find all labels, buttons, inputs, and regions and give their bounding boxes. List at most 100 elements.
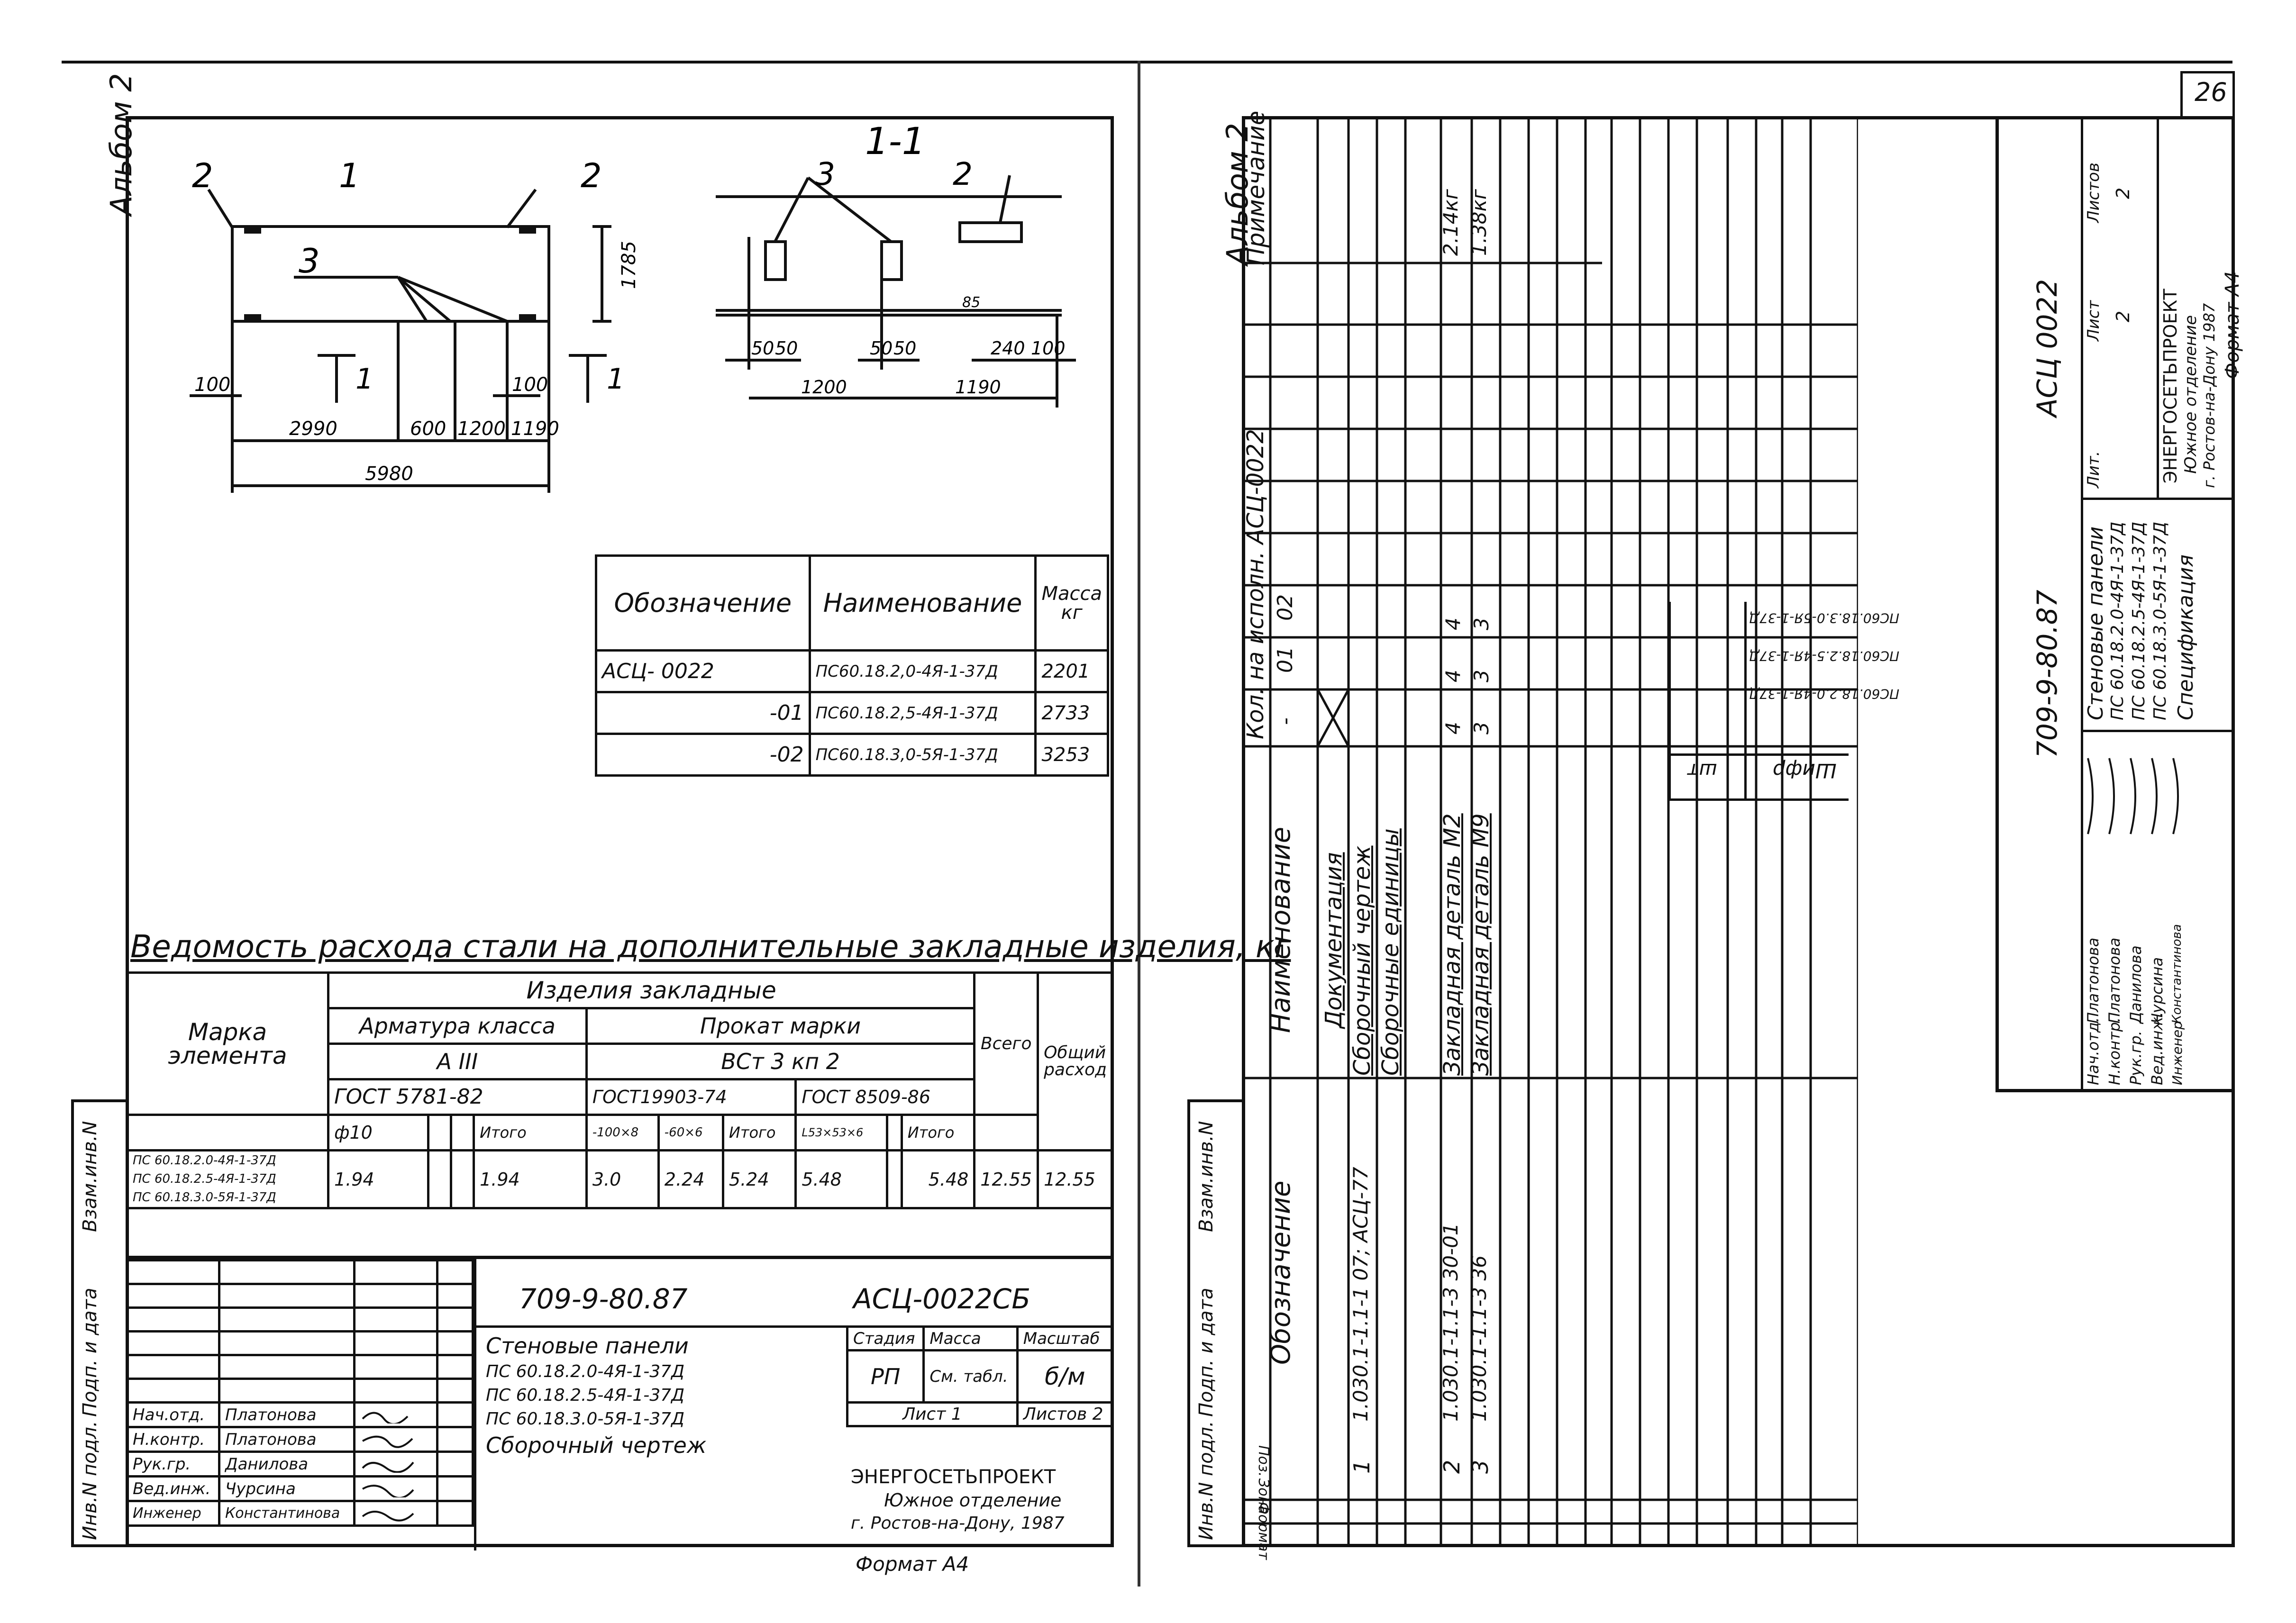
spec-header-name: Наименование (1266, 826, 1296, 1033)
steel-statement-title: Ведомость расхода стали на дополнительны… (130, 928, 1291, 965)
right-role: Рук.гр. (2127, 1030, 2145, 1085)
rule (474, 1259, 476, 1550)
side-label-repl: Взам.инв.N (79, 1121, 101, 1232)
rolled-grade: ВСт 3 кп 2 (585, 1043, 976, 1080)
items-header: Изделия закладные (327, 971, 976, 1009)
variant-name: ПС60.18.2,0-4Я-1-37Д (808, 649, 1037, 693)
value-cell: 5.48 (794, 1149, 888, 1209)
scale-label: Масштаб (1016, 1325, 1114, 1351)
section-title: 1-1 (865, 120, 925, 163)
rule (2081, 730, 2235, 732)
sdim-1190: 1190 (955, 377, 1001, 398)
rolled-header: Прокат марки (585, 1007, 976, 1045)
col-total-3: Итого (900, 1114, 976, 1152)
sdim-50a: 50 (751, 338, 774, 359)
right-person: Платонова (2084, 937, 2102, 1024)
variant-name: ПС60.18.3,0-5Я-1-37Д (808, 733, 1037, 777)
value-cell (427, 1149, 453, 1209)
right-role: Инженер (2169, 1021, 2185, 1085)
person-cell: Чурсина (218, 1475, 355, 1502)
total-header: Всего (973, 971, 1039, 1116)
spec-row-name: Документация (1321, 852, 1347, 1028)
rule (2081, 498, 2235, 500)
right-document-code: АСЦ 0022 (2031, 279, 2063, 417)
name-line: Стеновые панели (486, 1333, 689, 1359)
right-sheets-value: 2 (2113, 187, 2133, 199)
sheets-total: Листов 2 (1016, 1401, 1114, 1427)
role-cell: Рук.гр. (126, 1451, 220, 1478)
rule (2081, 116, 2083, 1092)
armature-class: А III (327, 1043, 588, 1080)
value-cell: 2.24 (657, 1149, 724, 1209)
project-code: 709-9-80.87 (519, 1283, 688, 1315)
person-cell: Константинова (218, 1500, 355, 1527)
right-person: Данилова (2127, 945, 2145, 1024)
spec-row-qty: 4 (1441, 670, 1465, 682)
spec-row-designation: 1.030.1-1.1-3 36 (1467, 1255, 1491, 1422)
rule (1668, 753, 1849, 756)
dim-5980: 5980 (365, 463, 413, 485)
dim-600: 600 (410, 418, 446, 440)
signature (353, 1451, 438, 1478)
gost-19903: ГОСТ19903-74 (585, 1078, 797, 1116)
panel-front-view-drawing: 1 2 2 3 1 1 100 100 2990 600 1200 1190 5… (190, 156, 640, 493)
value-cell: 3.0 (585, 1149, 660, 1209)
document-code: АСЦ-0022СБ (853, 1283, 1031, 1315)
cut-mark-a: 1 (355, 363, 374, 396)
right-org-branch: Южное отделение (2181, 315, 2200, 474)
code-cipher: Шифр (1773, 759, 1837, 782)
mark-header: Марка элемента (126, 971, 329, 1116)
spec-row-designation: 1.030.1-1.1-1 07; АСЦ-77 (1349, 1167, 1372, 1422)
sdim-50d: 50 (893, 338, 916, 359)
name-line: ПС 60.18.2.5-4Я-1-37Д (486, 1386, 685, 1405)
armature-header: Арматура класса (327, 1007, 588, 1045)
spec-row-qty: 4 (1441, 722, 1465, 734)
spec-header-designation: Обозначение (1266, 1180, 1296, 1365)
col-blank (427, 1114, 453, 1152)
spec-row-qty: 4 (1441, 617, 1465, 630)
variant-designation: АСЦ- 0022 (595, 649, 811, 693)
spec-row-name: Сборочные единицы (1377, 828, 1404, 1076)
right-name-line: Спецификация (2174, 554, 2198, 720)
signature (353, 1426, 438, 1453)
right-person: Чурсина (2148, 957, 2166, 1024)
variant-mass: 2733 (1034, 691, 1109, 735)
spec-qty-col-2: 02 (1273, 594, 1297, 621)
org-name: ЭНЕРГОСЕТЬПРОЕКТ (851, 1466, 1056, 1488)
spec-table-grid (1242, 116, 1858, 1547)
spec-row-qty: 3 (1470, 617, 1493, 630)
callout-2-right: 2 (581, 156, 602, 195)
code-piece: шт (1687, 759, 1717, 782)
signature-grid: Нач.отд.Платонова Н.контр.Платонова Рук.… (126, 1259, 474, 1527)
spec-row-pos: 1 (1349, 1460, 1375, 1474)
right-name-line: ПС 60.18.2.0-4Я-1-37Д (2108, 521, 2127, 720)
section-callout-3: 3 (815, 156, 835, 192)
mass-value: См. табл. (922, 1349, 1019, 1404)
name-line: ПС 60.18.3.0-5Я-1-37Д (486, 1409, 685, 1429)
value-cell: 1.94 (473, 1149, 588, 1209)
person-cell: Платонова (218, 1426, 355, 1453)
value-cell: 1.94 (327, 1149, 429, 1209)
spec-header-pos: Поз. (1255, 1445, 1272, 1477)
code-item: ПС60.18.3.0-5Я-1-37Д (1749, 610, 1900, 626)
stage-label: Стадия (846, 1325, 925, 1351)
right-sheet-label: Лист (2084, 300, 2103, 341)
mass-label: Масса (922, 1325, 1019, 1351)
role-cell: Вед.инж. (126, 1475, 220, 1502)
value-cell (885, 1149, 903, 1209)
spec-row-name: Закладная деталь М2 (1439, 813, 1466, 1076)
spec-row-note: 1.38кг (1467, 189, 1491, 256)
spec-row-note: 2.14кг (1439, 189, 1462, 256)
variant-designation: -02 (595, 733, 811, 777)
left-album-label: Альбом 2 (104, 73, 138, 216)
left-format: Формат А4 (856, 1552, 969, 1576)
side-label-sign: Подп. и дата (79, 1288, 101, 1417)
dim-1190: 1190 (511, 418, 559, 440)
side-label-sign: Подп. и дата (1195, 1288, 1217, 1417)
variant-name: ПС60.18.2,5-4Я-1-37Д (808, 691, 1037, 735)
section-1-1-drawing: 1-1 3 2 50 50 50 50 240 100 1200 1190 85 (716, 120, 1076, 408)
right-role: Нач.отд. (2084, 1017, 2102, 1085)
stage-value: РП (846, 1349, 925, 1404)
spec-row-designation: 1.030.1-1.1-3 30-01 (1439, 1223, 1462, 1422)
value-cell: 12.55 (973, 1149, 1039, 1209)
